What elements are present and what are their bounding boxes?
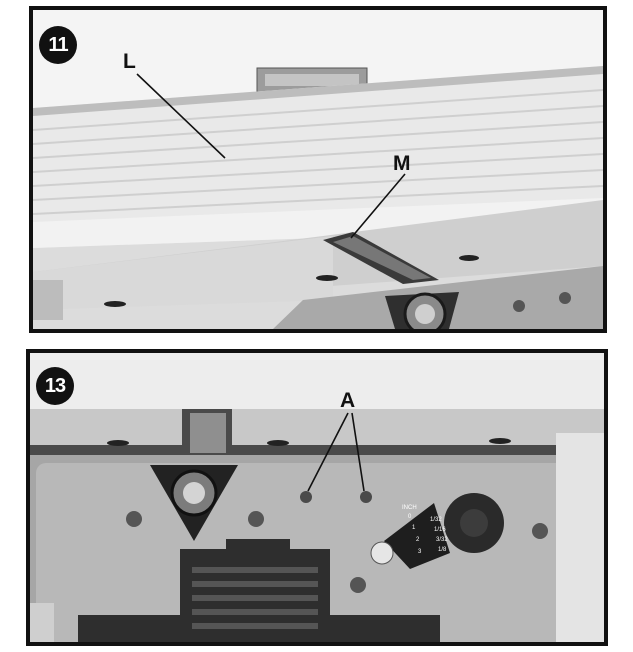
- depth-scale-labels: INCH 0 1/32 1 1/16 2 3/32 3 1/8: [400, 505, 460, 571]
- scale-label: 1/8: [438, 547, 447, 553]
- figure-11-panel: 11 L M: [29, 6, 607, 333]
- scale-label: 1/16: [434, 527, 446, 533]
- figure-13-panel: 13 A INCH 0 1/32 1 1/16 2 3/32 3 1/8: [26, 349, 608, 646]
- leader-lines: [307, 412, 365, 492]
- scale-label: 0: [408, 514, 412, 520]
- callout-label-a: A: [340, 389, 356, 412]
- figure-number-badge: 13: [36, 367, 74, 405]
- side-panel-illustration: [30, 353, 604, 642]
- scale-label: 3/32: [436, 537, 448, 543]
- scale-label: INCH: [402, 505, 417, 511]
- figure-number-badge: 11: [39, 26, 77, 64]
- scale-label: 1: [412, 525, 416, 531]
- leader-lines: [136, 73, 406, 239]
- callout-label-l: L: [123, 50, 136, 73]
- scale-label: 2: [416, 537, 420, 543]
- scale-label: 3: [418, 549, 422, 555]
- scale-label: 1/32: [430, 517, 442, 523]
- callout-label-m: M: [393, 152, 411, 175]
